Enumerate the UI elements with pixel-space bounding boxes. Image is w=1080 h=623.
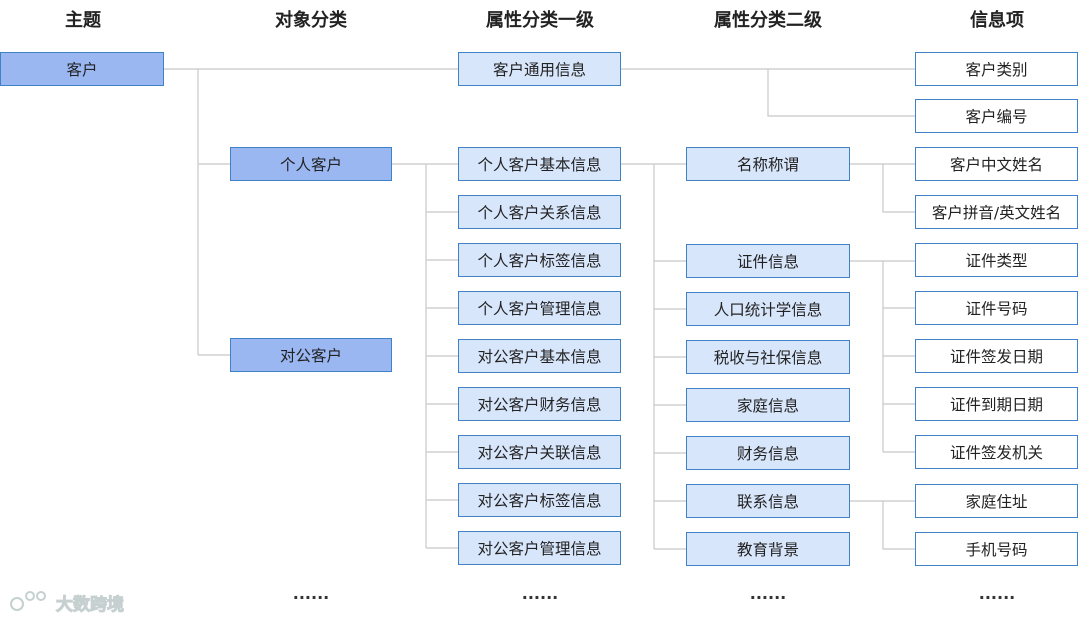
node-attr2: 证件信息	[686, 244, 850, 278]
node-attr1: 个人客户关系信息	[458, 195, 621, 229]
node-info: 证件签发日期	[915, 339, 1078, 373]
node-info: 证件号码	[915, 291, 1078, 325]
node-attr1: 个人客户标签信息	[458, 243, 621, 277]
node-attr1: 对公客户标签信息	[458, 483, 621, 517]
node-attr2: 人口统计学信息	[686, 292, 850, 326]
node-info: 客户拼音/英文姓名	[915, 195, 1078, 229]
node-attr2: 教育背景	[686, 532, 850, 566]
node-attr1: 对公客户财务信息	[458, 387, 621, 421]
watermark-icon: 大数跨境	[10, 591, 125, 616]
ellipsis: ......	[292, 584, 330, 603]
header-attr-level1: 属性分类一级	[486, 10, 594, 31]
node-attr2: 联系信息	[686, 484, 850, 518]
node-attr2: 家庭信息	[686, 388, 850, 422]
ellipsis: ......	[749, 584, 787, 603]
node-info: 客户中文姓名	[915, 147, 1078, 181]
node-topic: 客户	[0, 52, 164, 86]
node-info: 证件类型	[915, 243, 1078, 277]
node-attr1: 个人客户管理信息	[458, 291, 621, 325]
node-info: 客户类别	[915, 52, 1078, 86]
node-attr2: 税收与社保信息	[686, 340, 850, 374]
node-attr1: 对公客户基本信息	[458, 339, 621, 373]
node-info: 手机号码	[915, 532, 1078, 566]
ellipsis: ......	[978, 584, 1016, 603]
node-attr2: 名称称谓	[686, 147, 850, 181]
node-attr1: 个人客户基本信息	[458, 147, 621, 181]
node-attr1: 客户通用信息	[458, 52, 621, 86]
node-info: 家庭住址	[915, 484, 1078, 518]
header-object-class: 对象分类	[275, 10, 347, 31]
watermark-logo: 大数跨境	[8, 588, 148, 618]
node-attr2: 财务信息	[686, 436, 850, 470]
node-info: 证件到期日期	[915, 387, 1078, 421]
connector	[882, 164, 915, 213]
watermark-text: 大数跨境	[56, 594, 124, 615]
node-attr1: 对公客户管理信息	[458, 531, 621, 565]
connector	[767, 69, 915, 117]
connector	[882, 501, 915, 550]
header-info-item: 信息项	[970, 10, 1024, 31]
header-topic: 主题	[65, 10, 101, 31]
node-object: 对公客户	[230, 338, 392, 372]
node-attr1: 对公客户关联信息	[458, 435, 621, 469]
header-attr-level2: 属性分类二级	[714, 10, 822, 31]
ellipsis: ......	[521, 584, 559, 603]
node-info: 证件签发机关	[915, 435, 1078, 469]
node-info: 客户编号	[915, 99, 1078, 133]
node-object: 个人客户	[230, 147, 392, 181]
